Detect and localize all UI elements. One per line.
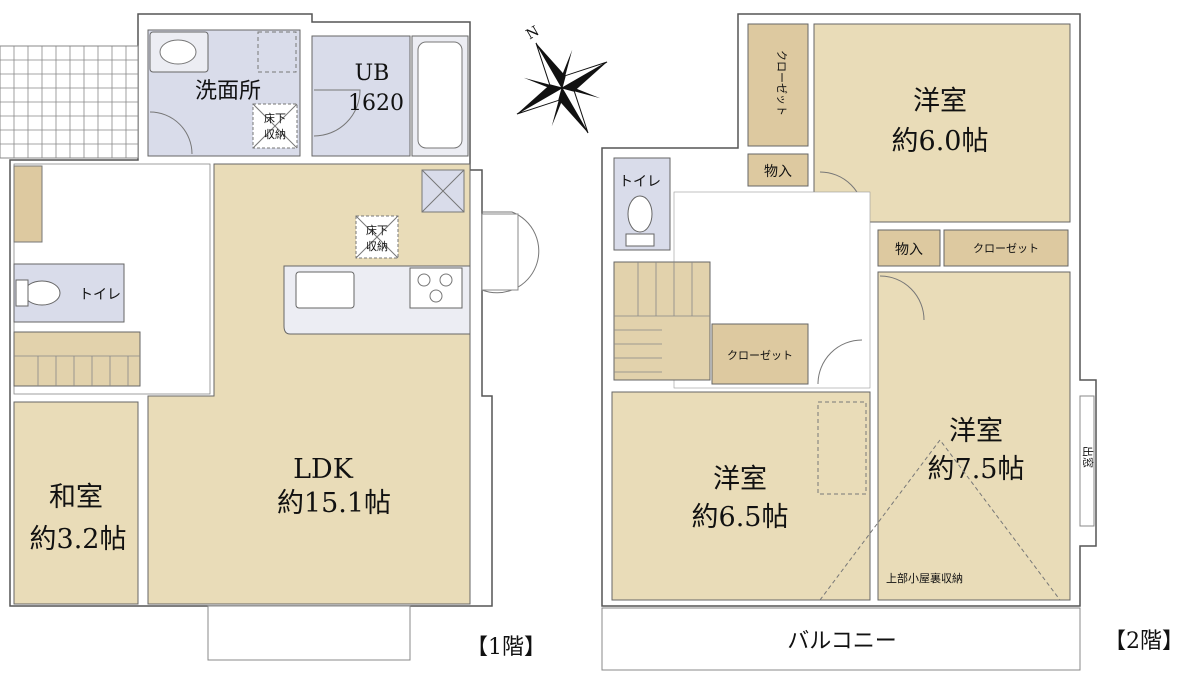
underfloor-storage-2-label1: 床下 [366,223,388,237]
room-c-label-2: 約7.5帖 [928,454,1025,485]
floor2-level-label: 【2階】 [1104,629,1184,654]
floor-2: バルコニー クローゼット 洋室 約6.0帖 物入 トイレ クローゼット 物入 ク… [601,13,1184,671]
storage-a-label: 物入 [764,164,792,180]
entrance-porch [0,45,139,159]
shoe-cabinet [13,165,43,243]
toilet-tank-2f [625,233,655,247]
storage-b-label: 物入 [895,242,923,258]
closet-hall-label: クローゼット [727,349,793,362]
closet-vertical-label: クローゼット [775,50,788,116]
washroom-door-swing [149,111,193,155]
compass-north-label: N [524,23,543,43]
bath-label-1: UB [355,61,390,86]
stairs-1f [13,331,141,387]
stairs-2f [613,261,711,381]
underfloor-storage-2-label2: 収納 [366,240,388,253]
bay-window [1079,395,1095,527]
room-b-door-swing [817,339,863,385]
bay-window-label: 出窓 [1081,446,1095,468]
terrace [207,605,411,661]
room-b-label-1: 洋室 [713,464,767,495]
toilet-2f-label: トイレ [619,174,661,190]
room-b-label-2: 約6.5帖 [692,502,789,533]
underfloor-storage-1: 床下 収納 [252,103,298,149]
floor1-level-label: 【1階】 [466,635,546,660]
washitsu-label-2: 約3.2帖 [30,524,127,555]
closet-vertical [747,23,809,147]
storage-a [747,153,809,187]
underfloor-storage-1-label2: 収納 [264,128,286,141]
bathtub-inner [417,41,463,149]
toilet-tank-1f [15,279,29,307]
ldk-label-2: 約15.1帖 [277,488,391,519]
sink-basin [159,39,197,65]
closet-b [943,229,1069,267]
attic-outline [819,439,1061,601]
room-c-floor [877,271,1071,601]
toilet-bowl-1f [23,280,61,306]
washitsu-label-1: 和室 [49,482,103,513]
ldk-side-door [481,211,540,294]
kitchen-counter [283,265,471,335]
washitsu-floor [13,401,139,605]
pantry-box [421,169,465,213]
underfloor-storage-1-label1: 床下 [264,111,286,125]
storage-b [877,229,941,267]
toilet-bowl-2f [627,195,653,233]
balcony [601,607,1081,671]
bath-floor [311,35,411,157]
room-a-label-2: 約6.0帖 [892,126,989,157]
attic-label: 上部小屋裏収納 [886,571,963,585]
underfloor-storage-2: 床下 収納 [355,215,399,259]
washroom-label: 洗面所 [195,79,261,104]
attic-hatch [817,401,867,495]
floor-1: 床下 収納 洗面所 UB 1620 トイレ 和室 約3.2帖 [0,13,546,661]
room-b-floor [611,391,871,601]
room-a-floor [813,23,1071,223]
closet-hall [711,323,809,385]
room-c-label-1: 洋室 [949,416,1003,447]
balcony-label: バルコニー [787,629,897,654]
room-c-door-swing [879,275,925,321]
ldk-label-1: LDK [293,454,354,485]
room-a-label-1: 洋室 [913,86,967,117]
bath-door-swing [313,89,361,137]
ldk-step [481,213,519,291]
bath-label-2: 1620 [348,91,404,116]
washer-space [257,31,297,73]
compass: N [516,23,608,134]
closet-b-label: クローゼット [973,242,1039,255]
toilet-1f-label: トイレ [79,287,121,303]
